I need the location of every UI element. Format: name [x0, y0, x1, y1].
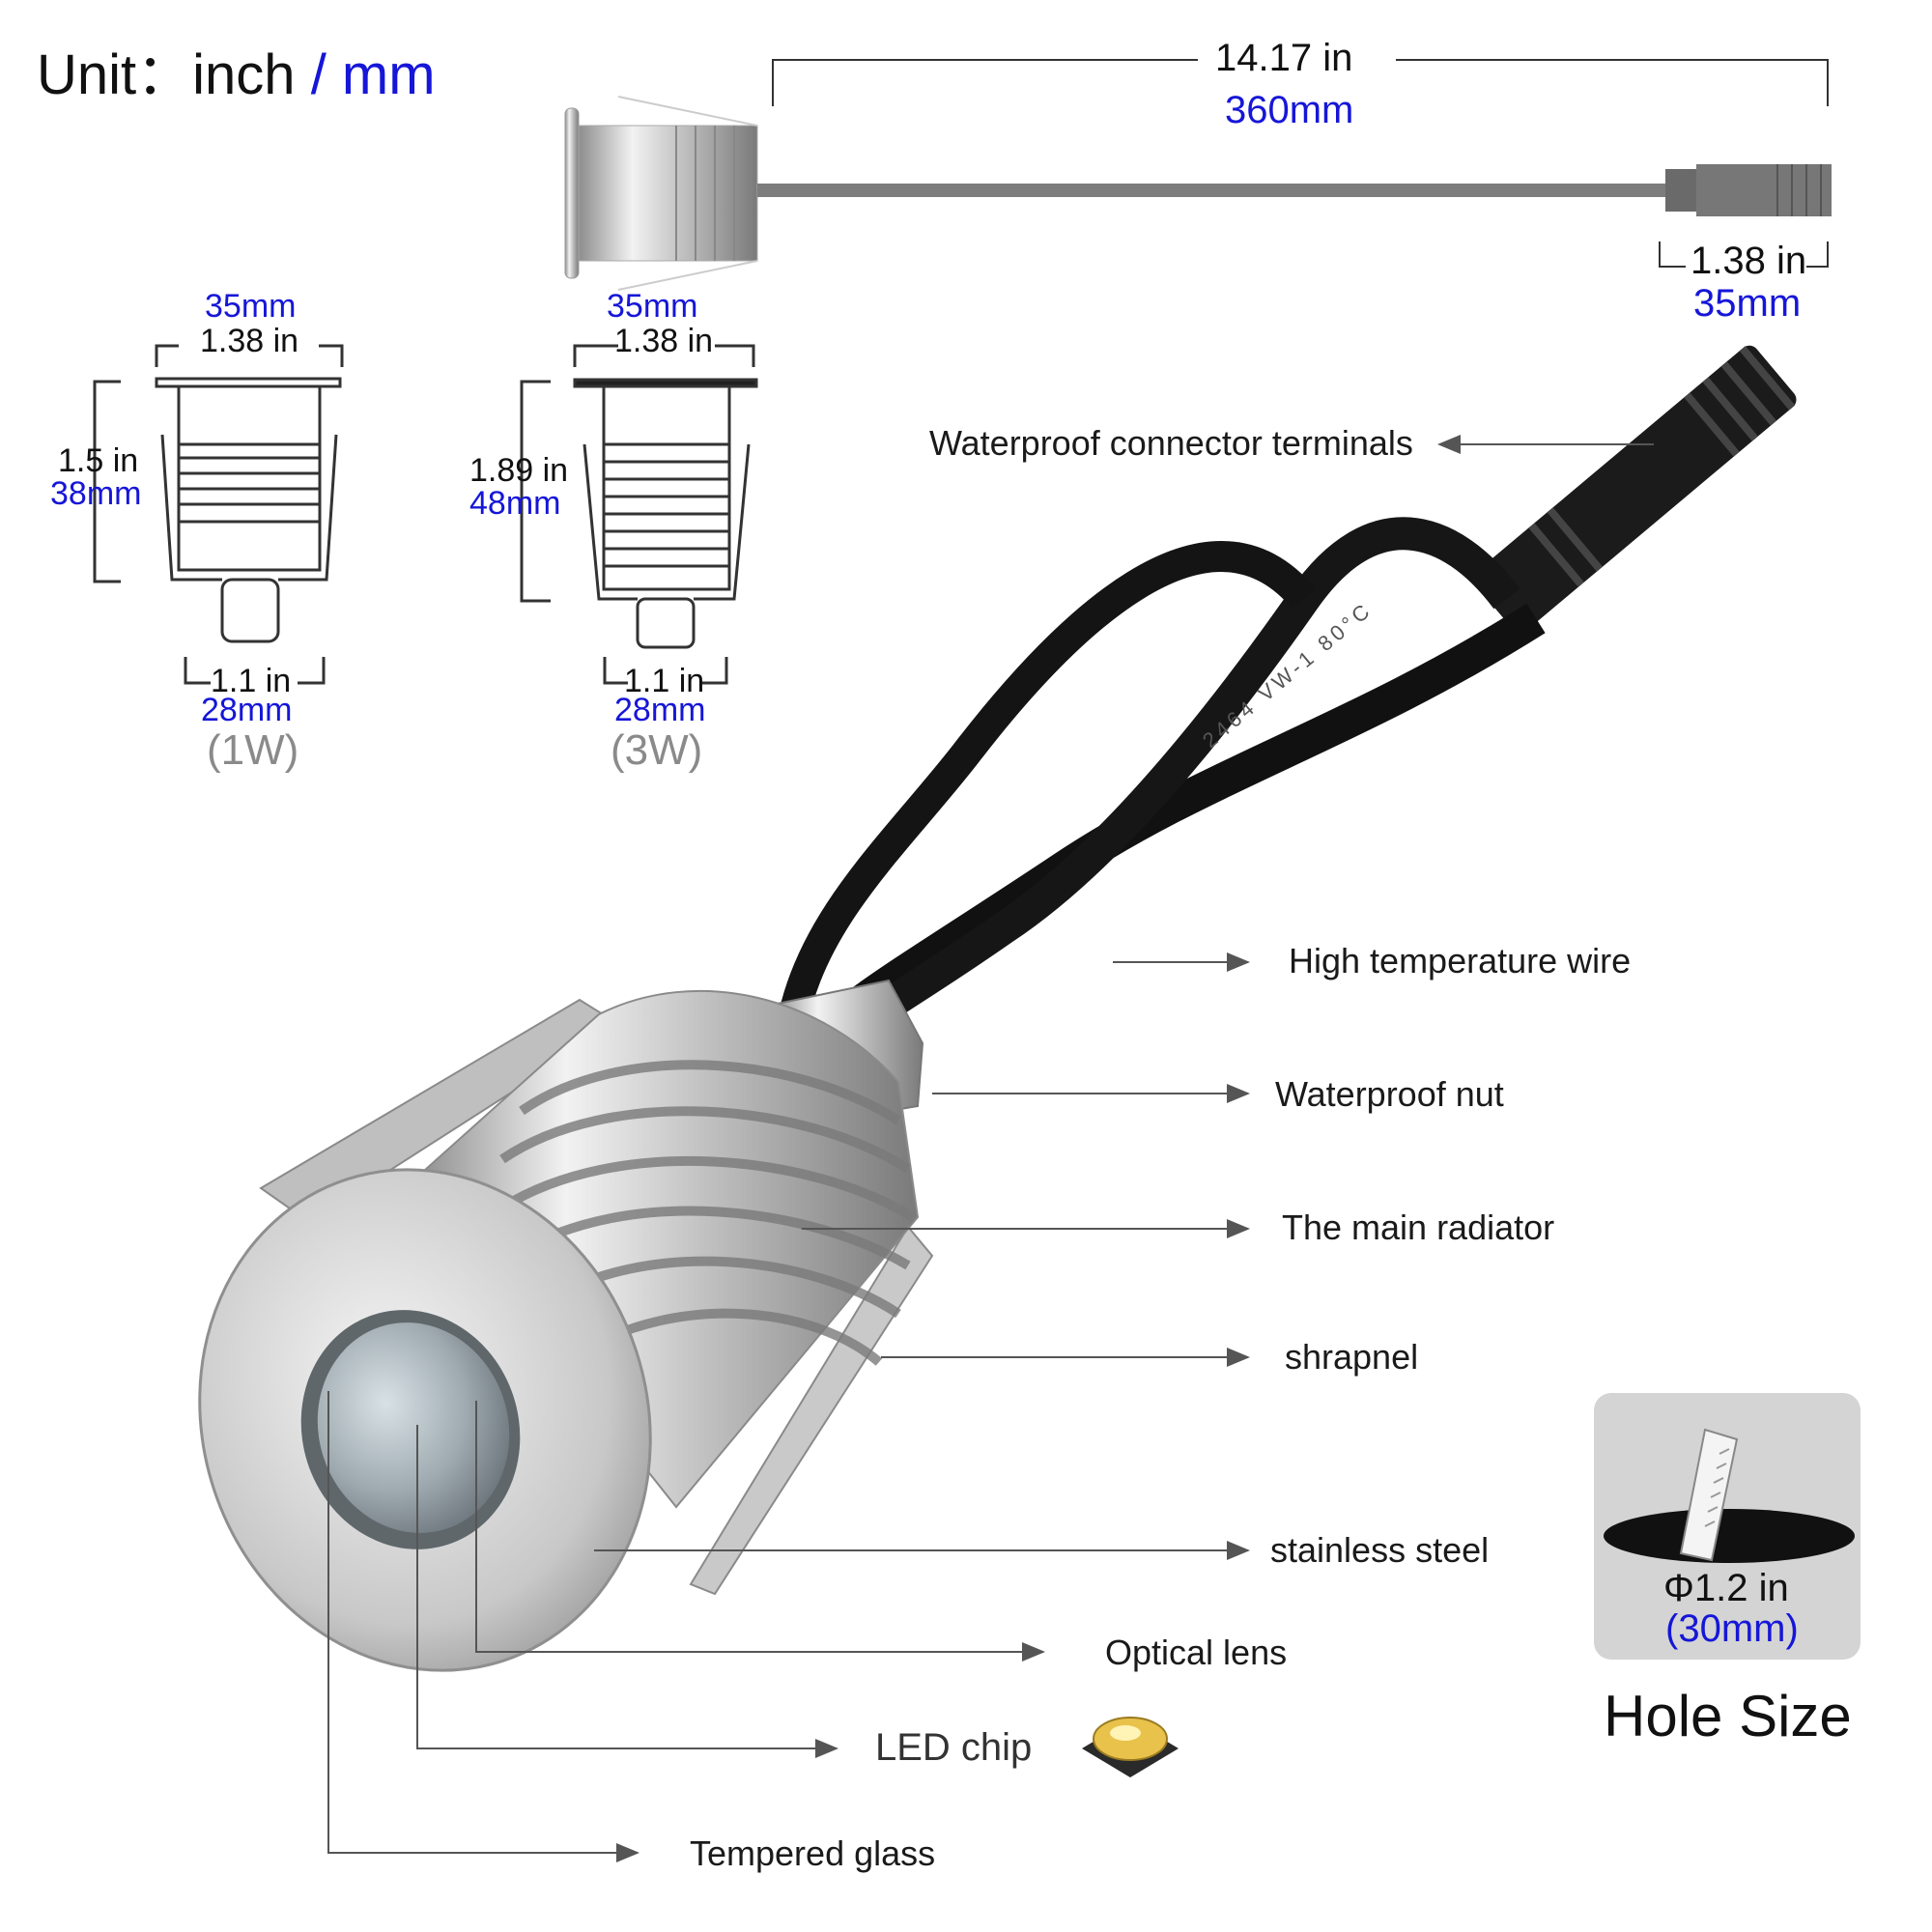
hole-size-title: Hole Size — [1604, 1684, 1852, 1748]
hole-diameter-mm: (30mm) — [1665, 1607, 1799, 1650]
3w-bottom-mm: 28mm — [614, 692, 706, 728]
label-radiator: The main radiator — [1282, 1208, 1555, 1247]
cable-length-mm: 360mm — [1225, 89, 1354, 131]
unit-mm: / mm — [310, 43, 436, 106]
3w-bottom-in: 1.1 in — [624, 663, 705, 699]
drawing-1w — [93, 344, 344, 685]
arrow-lens — [475, 1401, 1045, 1662]
1w-bottom-in: 1.1 in — [211, 663, 292, 699]
1w-height-in: 1.5 in — [58, 442, 139, 479]
label-wire: High temperature wire — [1289, 941, 1632, 980]
arrow-glass — [327, 1391, 639, 1862]
label-connector: Waterproof connector terminals — [929, 423, 1413, 463]
connector-length-in: 1.38 in — [1690, 240, 1807, 282]
label-lens: Optical lens — [1105, 1633, 1288, 1672]
1w-top-in: 1.38 in — [200, 323, 299, 359]
3w-height-in: 1.89 in — [469, 452, 569, 489]
1w-top-mm: 35mm — [205, 288, 297, 325]
unit-header: Unit：inch / mm — [37, 29, 436, 110]
3w-top-in: 1.38 in — [614, 323, 714, 359]
3w-top-mm: 35mm — [607, 288, 698, 325]
3w-model-label: (3W) — [611, 726, 703, 774]
led-chip-icon — [1082, 1717, 1179, 1777]
label-shrapnel: shrapnel — [1285, 1337, 1419, 1377]
drawing-3w — [520, 344, 758, 685]
label-chip: LED chip — [875, 1726, 1033, 1769]
1w-height-mm: 38mm — [50, 475, 142, 512]
hole-diameter-in: Φ1.2 in — [1663, 1567, 1789, 1609]
arrow-chip — [416, 1425, 838, 1758]
hole-size-box — [1594, 1393, 1861, 1660]
1w-bottom-mm: 28mm — [201, 692, 293, 728]
unit-inch: inch — [192, 43, 296, 106]
label-steel: stainless steel — [1270, 1530, 1490, 1570]
label-nut: Waterproof nut — [1275, 1074, 1504, 1114]
unit-prefix: Unit： — [37, 43, 193, 106]
3w-height-mm: 48mm — [469, 485, 561, 522]
label-glass: Tempered glass — [690, 1833, 936, 1873]
cable-length-in: 14.17 in — [1215, 37, 1353, 79]
connector-length-mm: 35mm — [1693, 282, 1802, 325]
main-product-illustration — [198, 345, 1797, 1672]
top-product-illustration — [564, 59, 1832, 291]
1w-model-label: (1W) — [207, 726, 299, 774]
